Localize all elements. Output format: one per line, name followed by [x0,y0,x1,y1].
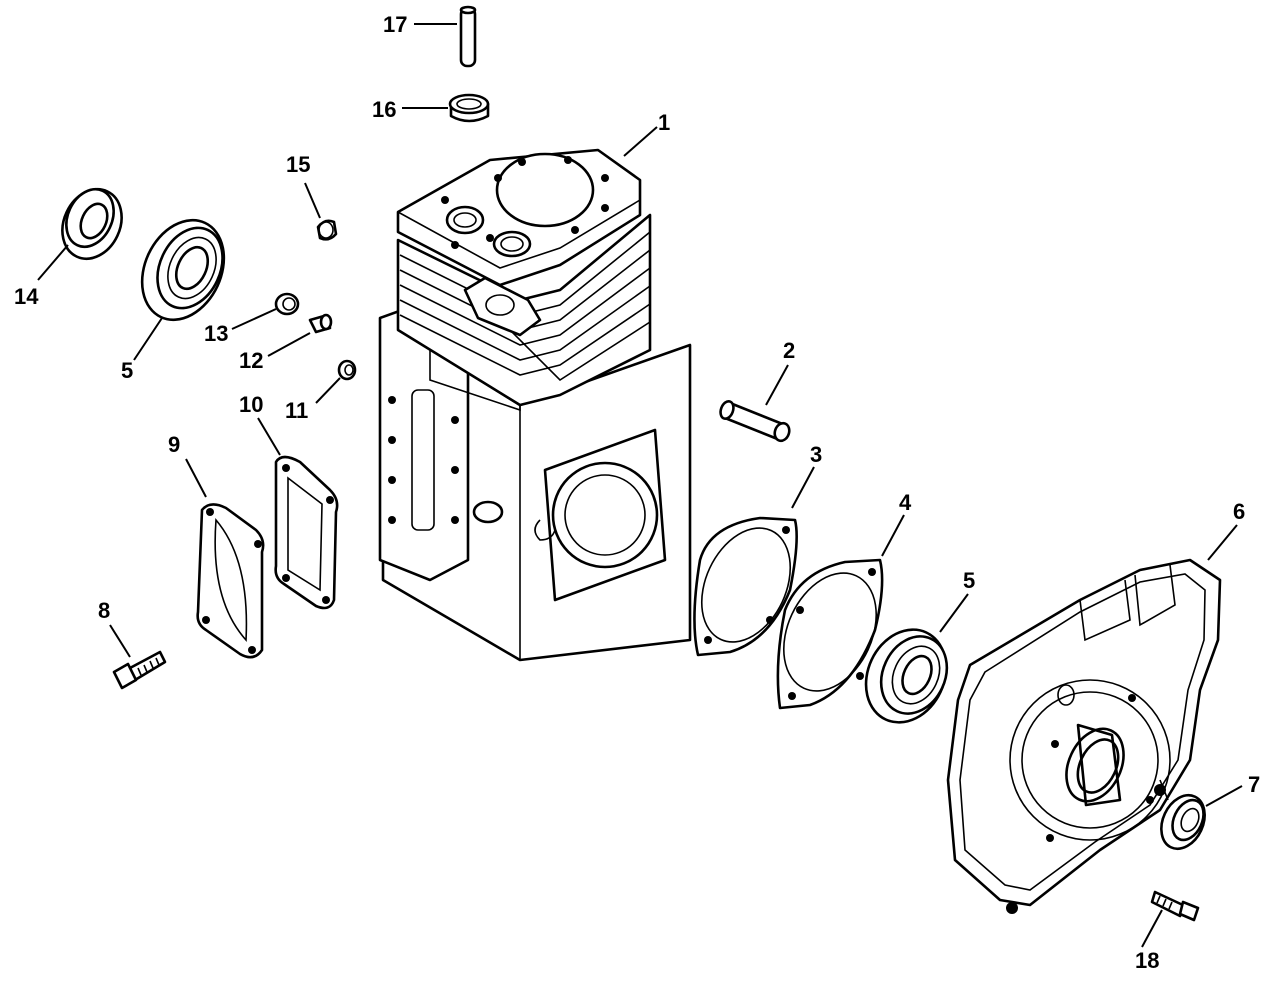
part-5-bearing-left [140,218,226,322]
part-5-bearing-right [864,628,949,724]
leader-11 [257,417,281,456]
part-15-oil-seal [61,187,123,261]
callout-2: 2 [783,338,795,363]
leader-9 [109,624,131,658]
callout-14: 13 [204,321,228,346]
callout-5-left: 5 [121,358,133,383]
part-2-pin [719,399,791,443]
callout-7: 7 [1248,772,1260,797]
leader-10 [185,458,207,498]
part-14-plug [274,292,300,316]
leader-5a [133,317,163,361]
part-12-sleeve [337,359,357,381]
part-6-bearing-plate [946,558,1222,914]
leader-13 [267,332,311,357]
part-9-bolt [112,650,167,690]
callout-3: 3 [810,442,822,467]
callout-5-right: 5 [963,568,975,593]
callout-11: 10 [239,392,263,417]
leader-6 [1207,524,1238,561]
leader-15 [37,244,69,281]
callout-9: 8 [98,598,110,623]
callout-8: 18 [1135,948,1159,973]
part-1-cylinder-block [378,148,692,662]
part-4-gasket [776,558,884,710]
leader-16 [304,182,321,219]
callout-4: 4 [899,490,912,515]
callout-12: 11 [285,398,308,423]
callout-labels: 17 16 1 15 14 5 13 12 11 10 9 8 2 3 4 5 … [14,12,1260,973]
part-11-gasket [274,455,339,610]
leader-5b [939,593,969,633]
callout-15: 14 [14,284,39,309]
part-17-ring [448,93,490,123]
leader-2 [765,364,789,406]
part-8-bolt [1150,890,1200,922]
part-7-seal [1160,793,1206,851]
callout-16: 15 [286,152,310,177]
leader-3 [791,466,815,509]
leader-lines [37,23,1243,948]
leader-14 [231,308,277,330]
leader-12 [315,377,341,404]
callout-13: 12 [239,348,263,373]
leader-4 [881,514,905,557]
part-18-pin [459,5,477,68]
callout-17: 16 [372,97,396,122]
part-16-plug [316,219,338,241]
leader-1 [623,126,658,157]
part-13-dowel [308,313,333,334]
leader-8 [1141,909,1163,948]
part-3-gasket [693,516,798,657]
callout-1: 1 [658,110,670,135]
callout-18: 17 [383,12,407,37]
callout-10: 9 [168,432,180,457]
part-10-cover-plate [196,503,265,659]
leader-7 [1205,785,1243,807]
callout-6: 6 [1233,499,1245,524]
